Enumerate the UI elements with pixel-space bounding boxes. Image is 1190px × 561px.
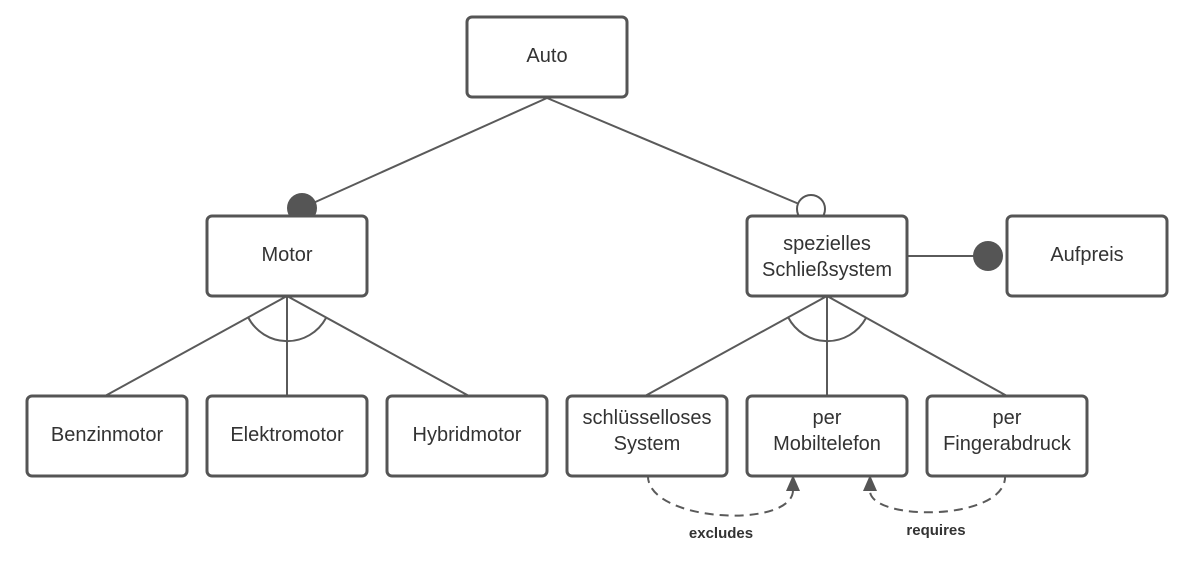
excludes-arrowhead [786,475,800,491]
node-mobiltelefon-label-line2: Mobiltelefon [773,433,881,455]
requires-connector [868,473,1007,514]
node-per-mobiltelefon[interactable]: per Mobiltelefon [745,394,909,478]
edge-motor-hybridmotor [286,295,470,397]
node-schliesssystem-label-line1: spezielles [783,233,871,255]
requires-label: requires [906,522,965,539]
node-per-fingerabdruck[interactable]: per Fingerabdruck [925,394,1089,478]
edge-schliesssystem-schluesselloses [644,295,828,397]
node-fingerabdruck-label-line1: per [993,407,1022,429]
edges [104,97,1008,397]
node-benzinmotor-label: Benzinmotor [51,424,164,446]
alternative-group-arc-motor [247,316,327,343]
node-mobiltelefon-label-line1: per [813,407,842,429]
node-aufpreis[interactable]: Aufpreis [1005,214,1169,298]
alternative-group-arc-schliesssystem [787,316,867,343]
node-spezielles-schliesssystem[interactable]: spezielles Schließsystem [745,214,909,298]
node-auto-label: Auto [526,45,567,67]
node-hybridmotor-label: Hybridmotor [413,424,522,446]
node-benzinmotor[interactable]: Benzinmotor [25,394,189,478]
edge-auto-motor [301,97,548,209]
node-aufpreis-label: Aufpreis [1050,244,1123,266]
edge-schliesssystem-fingerabdruck [826,295,1008,397]
node-schluesselloses-label-line2: System [614,433,681,455]
excludes-connector [646,473,794,517]
node-hybridmotor[interactable]: Hybridmotor [385,394,549,478]
node-schluesselloses-system[interactable]: schlüsselloses System [565,394,729,478]
node-motor[interactable]: Motor [205,214,369,298]
node-auto[interactable]: Auto [465,15,629,99]
requires-arrowhead [863,475,877,491]
node-schluesselloses-label-line1: schlüsselloses [583,407,712,429]
node-fingerabdruck-label-line2: Fingerabdruck [943,433,1072,455]
excludes-label: excludes [689,525,753,542]
constraints [646,473,1007,517]
edge-auto-schliesssystem [546,97,812,210]
node-motor-label: Motor [261,244,312,266]
edge-motor-benzinmotor [104,295,288,397]
node-elektromotor-label: Elektromotor [230,424,344,446]
mandatory-marker-aufpreis [973,241,1003,271]
node-schliesssystem-label-line2: Schließsystem [762,259,892,281]
node-elektromotor[interactable]: Elektromotor [205,394,369,478]
